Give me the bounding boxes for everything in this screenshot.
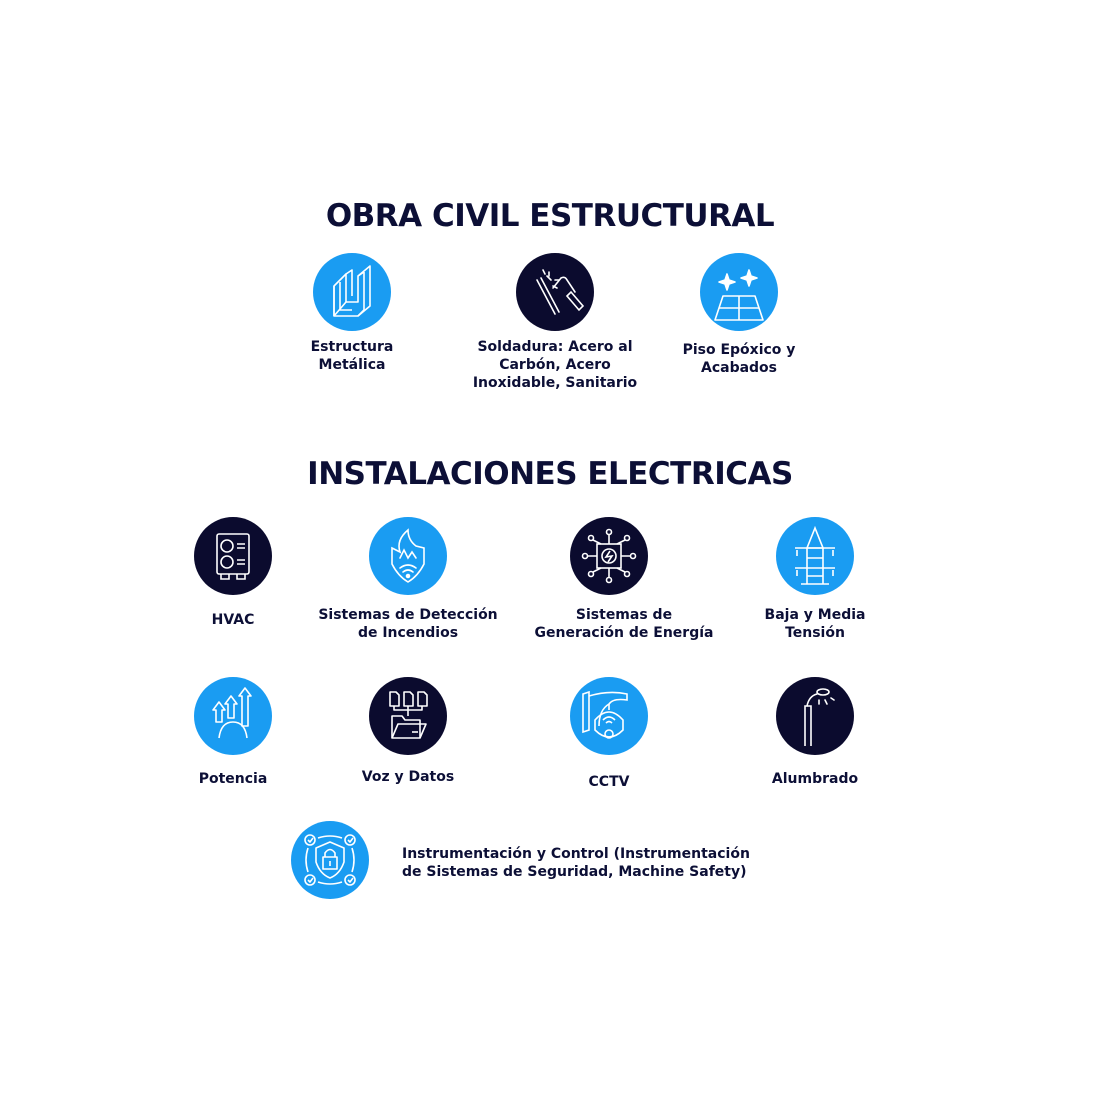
item-label-generacion-energia: Sistemas de Generación de Energía bbox=[534, 607, 714, 641]
section-title-instalaciones-electricas: INSTALACIONES ELECTRICAS bbox=[307, 456, 793, 492]
energy-chip-icon bbox=[570, 517, 648, 595]
shiny-floor-icon bbox=[700, 253, 778, 331]
item-label-potencia: Potencia bbox=[198, 771, 268, 787]
item-label-cctv: CCTV bbox=[588, 774, 630, 790]
item-label-hvac: HVAC bbox=[211, 612, 255, 628]
power-tower-icon bbox=[776, 517, 854, 595]
cctv-camera-icon bbox=[570, 677, 648, 755]
welding-icon bbox=[516, 253, 594, 331]
hvac-unit-icon bbox=[194, 517, 272, 595]
fire-detection-icon bbox=[369, 517, 447, 595]
section-title-obra-civil: OBRA CIVIL ESTRUCTURAL bbox=[325, 198, 775, 234]
item-label-deteccion-incendios: Sistemas de Detección de Incendios bbox=[318, 607, 498, 641]
item-label-instrumentacion-control: Instrumentación y Control (Instrumentaci… bbox=[402, 846, 750, 880]
growth-arrows-icon bbox=[194, 677, 272, 755]
item-label-voz-datos: Voz y Datos bbox=[361, 769, 455, 785]
item-label-piso-epoxico: Piso Epóxico y Acabados bbox=[682, 342, 796, 376]
item-label-soldadura: Soldadura: Acero al Carbón, Acero Inoxid… bbox=[472, 339, 638, 391]
security-lock-icon bbox=[291, 821, 369, 899]
steel-channel-icon bbox=[313, 253, 391, 331]
street-light-icon bbox=[776, 677, 854, 755]
data-folder-icon bbox=[369, 677, 447, 755]
item-label-estructura-metalica: Estructura Metálica bbox=[310, 339, 394, 373]
item-label-alumbrado: Alumbrado bbox=[771, 771, 859, 787]
item-label-baja-media-tension: Baja y Media Tensión bbox=[764, 607, 866, 641]
